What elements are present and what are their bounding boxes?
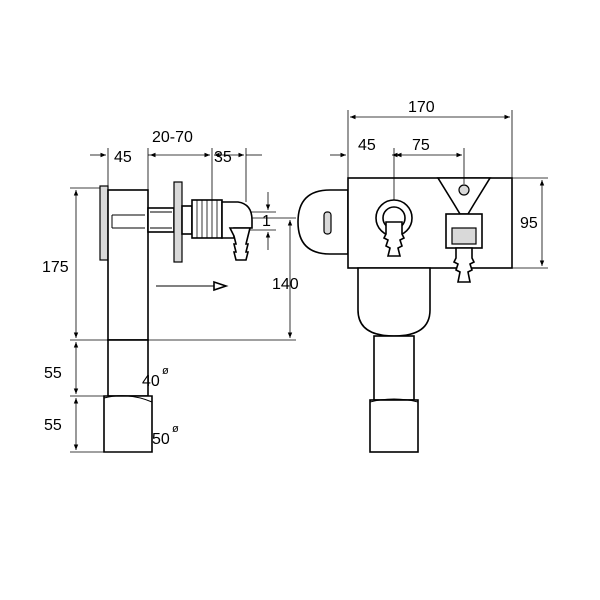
outlet-pipe — [373, 335, 415, 401]
hose-barb — [228, 227, 252, 261]
dim-left-offset: 45 — [358, 137, 376, 154]
front-dimensions — [330, 110, 548, 269]
wall-flange — [99, 185, 109, 261]
diameter-symbol-outer: ø — [172, 423, 179, 435]
dim-diameter-inner: 40 — [142, 373, 160, 390]
dim-pipe-lower: 55 — [44, 417, 62, 434]
dim-outlet-offset: 140 — [272, 276, 299, 293]
cover-plate — [173, 181, 183, 263]
drain-pipe-outer — [103, 395, 153, 453]
housing — [347, 177, 513, 269]
outlet-socket — [369, 399, 419, 453]
drain-pipe-inner — [107, 339, 149, 397]
dim-body-height: 95 — [520, 215, 538, 232]
dim-adjust-range: 20-70 — [152, 129, 193, 146]
dim-nozzle-spacing: 1 — [262, 213, 271, 230]
cover-slot — [323, 211, 332, 235]
dim-valve-spacing: 75 — [412, 137, 430, 154]
dim-diameter-outer: 50 — [152, 431, 170, 448]
diameter-symbol-inner: ø — [162, 365, 169, 377]
siphon-body — [107, 189, 149, 341]
siphon-bowl — [357, 267, 431, 337]
dim-wall-depth: 45 — [114, 149, 132, 166]
dim-nozzle-length: 35 — [214, 149, 232, 166]
cover-plate-front — [297, 189, 349, 255]
dim-total-width: 170 — [408, 99, 435, 116]
side-view — [99, 181, 253, 453]
connector-nut — [181, 205, 193, 235]
valve-barb — [452, 247, 476, 283]
dim-total-height: 175 — [42, 259, 69, 276]
inlet-barb — [382, 221, 406, 257]
dim-pipe-upper: 55 — [44, 365, 62, 382]
front-view — [297, 177, 513, 453]
side-dimensions — [70, 148, 296, 453]
valve-handle-hole — [458, 184, 470, 196]
